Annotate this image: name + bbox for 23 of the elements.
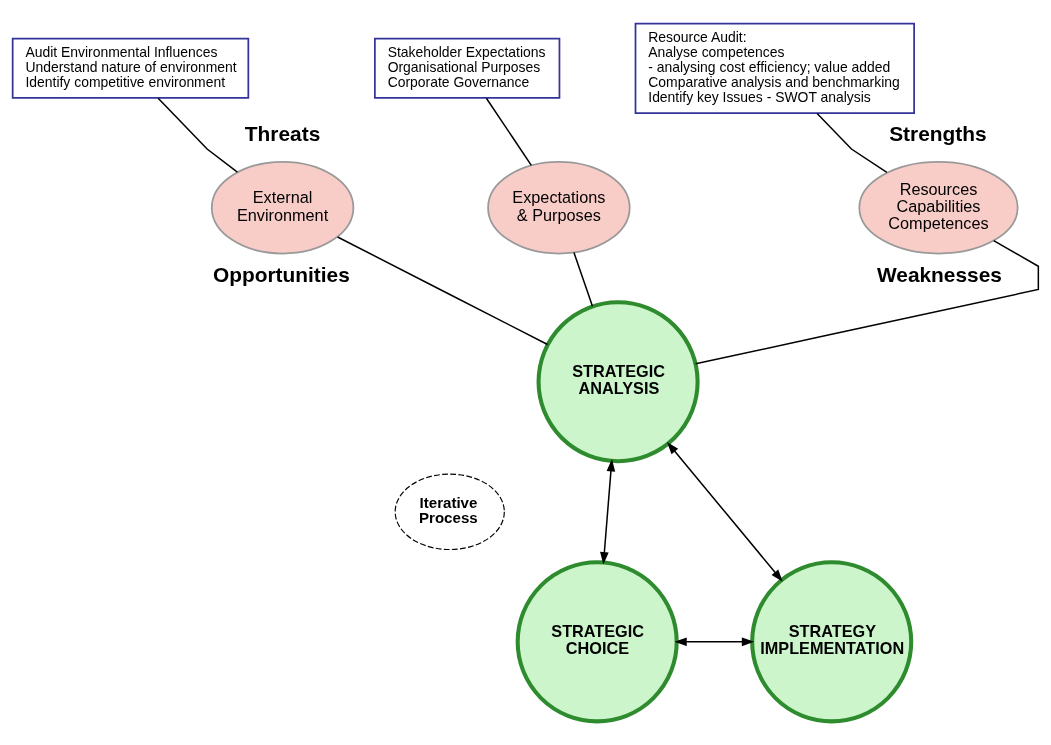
connector (816, 112, 888, 174)
connector (573, 251, 594, 307)
node-label: Strengths (889, 122, 987, 146)
arrow (674, 637, 755, 647)
node-ellipse: Iterative Process (394, 473, 505, 551)
connector (157, 97, 239, 173)
node-box: Audit Environmental Influences Understand nature of environment Identify competitive environment (11, 37, 250, 99)
node-label: Weaknesses (876, 262, 1002, 286)
node-ellipse: Resources Capabilities Competences (858, 160, 1019, 255)
connector (485, 97, 533, 167)
node-label: Threats (244, 122, 321, 146)
connector (694, 239, 1040, 365)
node-circle: STRATEGY IMPLEMENTATION (750, 560, 914, 724)
node-ellipse: Expectations & Purposes (487, 160, 631, 255)
node-circle: STRATEGIC ANALYSIS (536, 300, 700, 464)
node-box: Stakeholder Expectations Organisational Purposes Corporate Governance (374, 37, 561, 99)
arrow (600, 459, 616, 565)
node-ellipse: External Environment (210, 160, 355, 255)
arrow (666, 441, 783, 582)
node-box: Resource Audit: Analyse competences - analysing cost efficiency; value added Comparative analysis and benchmarking Identify key Issues - SWOT analysis (634, 22, 915, 114)
node-label: Opportunities (212, 262, 350, 286)
connector (336, 236, 549, 346)
node-circle: STRATEGIC CHOICE (515, 560, 679, 724)
